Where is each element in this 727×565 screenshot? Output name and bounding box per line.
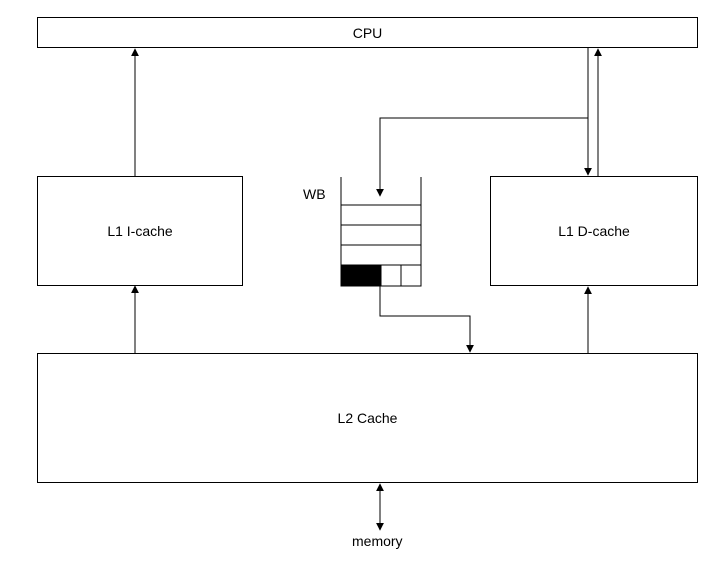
cpu-label: CPU	[352, 24, 383, 41]
wb-entry-filled	[340, 264, 362, 287]
cpu-to-wb-arrow	[376, 117, 588, 197]
l1-icache-box: L1 I-cache	[37, 176, 243, 286]
wb-entries	[340, 264, 422, 287]
l1-dcache-box: L1 D-cache	[490, 176, 698, 286]
wb-entry-empty	[380, 264, 402, 287]
write-buffer	[340, 177, 422, 287]
wb-entry-empty	[400, 264, 422, 287]
wb-label: WB	[303, 186, 326, 202]
l1-icache-label: L1 I-cache	[107, 223, 173, 239]
l2-cache-label: L2 Cache	[337, 410, 398, 426]
wb-to-l2-arrow	[379, 286, 474, 353]
cpu-box: CPU	[37, 17, 698, 48]
wb-entry-filled	[360, 264, 382, 287]
memory-label: memory	[352, 533, 403, 549]
l2-cache-box: L2 Cache	[37, 353, 698, 483]
l1-dcache-label: L1 D-cache	[558, 223, 630, 239]
